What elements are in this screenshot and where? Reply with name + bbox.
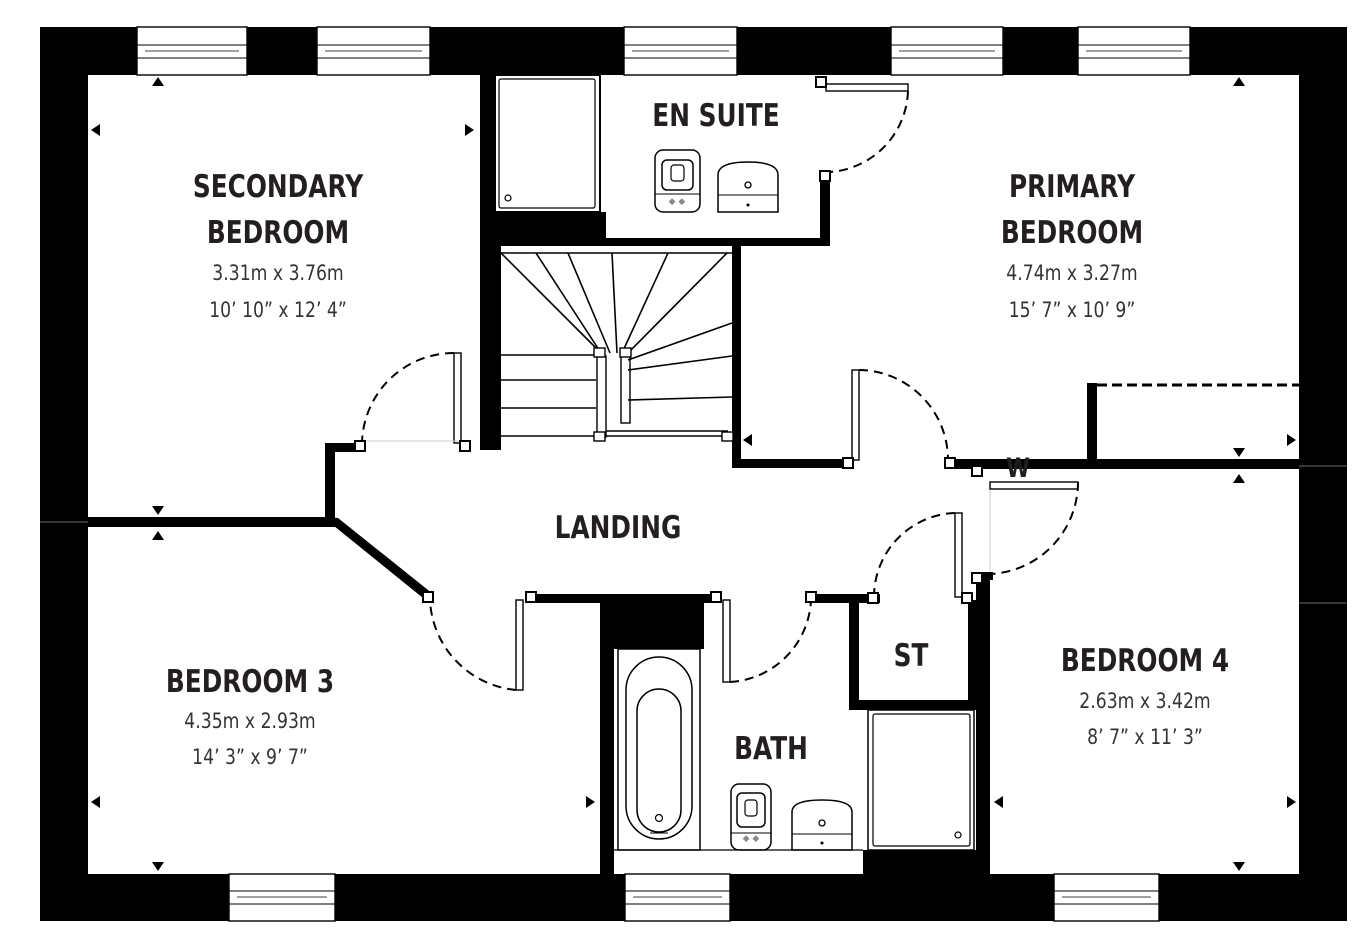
window <box>886 26 1008 76</box>
landing-label: LANDING <box>554 510 682 546</box>
en-suite-label: EN SUITE <box>652 98 780 134</box>
en-suite-basin <box>717 161 779 213</box>
primary-bedroom-door <box>842 369 956 469</box>
window <box>224 873 340 922</box>
room-dimension-imperial: 10’ 10” x 12’ 4” <box>209 298 347 322</box>
room-name: SECONDARY <box>192 169 364 205</box>
room-name: BEDROOM 4 <box>1060 643 1230 679</box>
room-dimension-imperial: 8’ 7” x 11’ 3” <box>1087 725 1203 749</box>
doors <box>354 76 1080 691</box>
window <box>1049 873 1164 922</box>
bath-door <box>710 591 817 683</box>
bedroom-4-door <box>971 465 1080 584</box>
bathtub <box>617 648 701 851</box>
wardrobe-label: W <box>1006 453 1030 484</box>
window <box>620 873 735 922</box>
store-door <box>867 512 973 604</box>
svg-text:◆ ◆: ◆ ◆ <box>669 197 686 207</box>
bath-toilet: ◆ ◆ <box>730 783 772 851</box>
room-dimension-imperial: 15’ 7” x 10’ 9” <box>1008 298 1136 322</box>
room-name: PRIMARY <box>1008 169 1136 205</box>
bedroom-3-door <box>422 591 537 691</box>
outer-walls <box>40 27 1347 921</box>
en-suite-toilet: ◆ ◆ <box>654 149 701 213</box>
room-dimension-metric: 4.74m x 3.27m <box>1006 261 1138 285</box>
bath-basin <box>791 799 853 851</box>
bath-label: BATH <box>734 731 808 767</box>
room-dimension-metric: 3.31m x 3.76m <box>212 261 344 285</box>
room-dimension-imperial: 14’ 3” x 9’ 7” <box>192 745 308 769</box>
room-name: BEDROOM 3 <box>165 664 335 700</box>
room-name: BEDROOM <box>1000 215 1144 251</box>
secondary-bedroom-door <box>354 352 471 452</box>
window <box>312 26 435 76</box>
en-suite-shower <box>494 74 601 213</box>
store-label: ST <box>893 638 929 674</box>
window <box>132 26 252 76</box>
dimension-markers <box>91 77 1296 871</box>
windows <box>132 26 1195 922</box>
room-dimension-metric: 4.35m x 2.93m <box>184 709 316 733</box>
window <box>1073 26 1195 76</box>
window <box>619 26 742 76</box>
internal-walls <box>88 75 1299 874</box>
room-name: BEDROOM <box>206 215 350 251</box>
room-dimension-metric: 2.63m x 3.42m <box>1079 689 1211 713</box>
store-cylinder-unit <box>867 709 975 851</box>
svg-text:◆ ◆: ◆ ◆ <box>743 834 760 844</box>
staircase <box>500 252 734 442</box>
en-suite-door <box>815 76 909 182</box>
